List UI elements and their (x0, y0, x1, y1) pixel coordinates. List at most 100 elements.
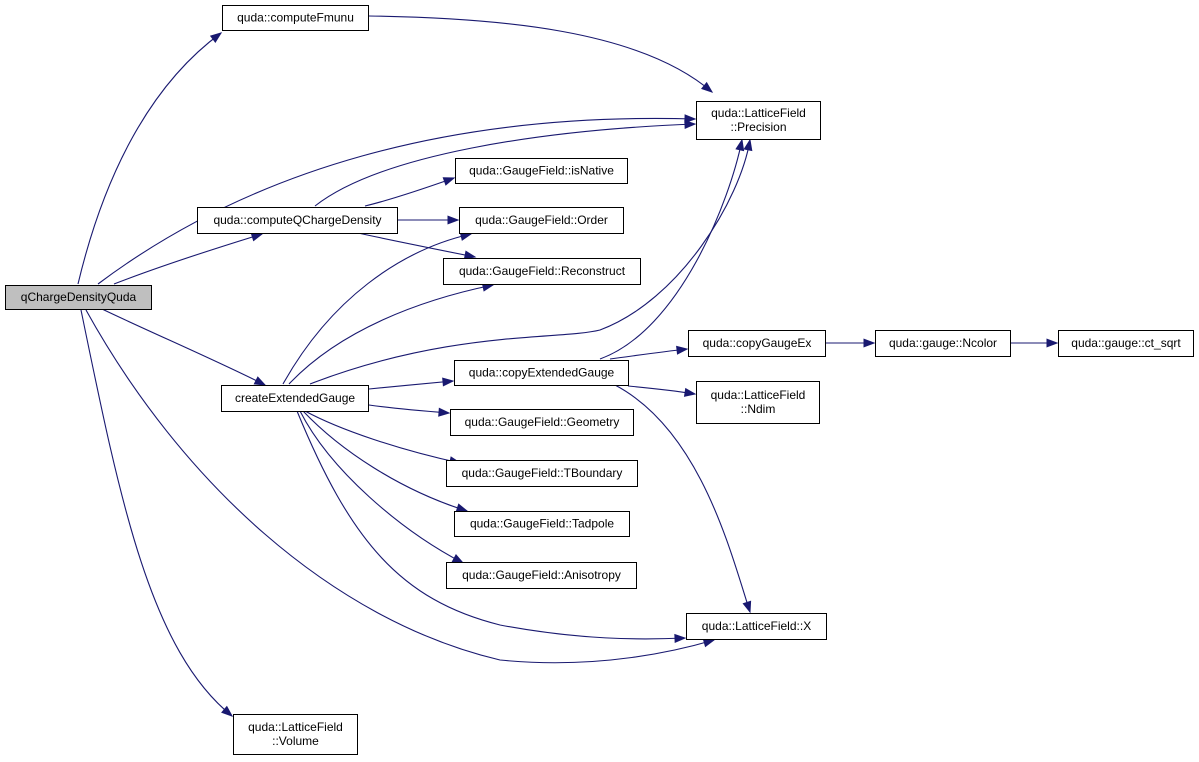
edge-createExtendedGauge-to-tadpole (302, 410, 469, 513)
edge-line (101, 308, 266, 386)
node-isNative[interactable]: quda::GaugeField::isNative (455, 158, 628, 184)
arrow-head (674, 633, 687, 643)
node-box (875, 330, 1011, 357)
edge-line (314, 123, 696, 207)
node-tadpole[interactable]: quda::GaugeField::Tadpole (454, 511, 630, 537)
node-label: quda::LatticeField (711, 388, 806, 402)
node-label: qChargeDensityQuda (21, 290, 137, 304)
arrow-head (442, 377, 455, 387)
node-label: quda::GaugeField::isNative (469, 164, 614, 178)
edge-ncolor-to-ctsqrt (1011, 338, 1059, 348)
node-label: ::Volume (272, 734, 319, 748)
edge-line (364, 177, 455, 207)
node-computeQChargeDensity[interactable]: quda::computeQChargeDensity (197, 207, 398, 234)
node-box (688, 330, 826, 357)
node-box (446, 460, 638, 487)
edge-createExtendedGauge-to-anisotropy (299, 410, 465, 564)
node-x[interactable]: quda::LatticeField::X (686, 613, 827, 640)
edge-line (77, 32, 222, 285)
arrow-head (221, 705, 234, 717)
node-box (1058, 330, 1194, 357)
arrow-head (742, 600, 752, 614)
node-label: quda::LatticeField (248, 720, 343, 734)
edge-line (85, 309, 715, 664)
arrow-head (447, 215, 460, 225)
node-label: quda::gauge::Ncolor (889, 336, 997, 350)
edge-createExtendedGauge-to-copyExtendedGauge (368, 377, 455, 390)
edge-computeQChargeDensity-to-precision (314, 119, 697, 207)
node-box (454, 360, 629, 386)
node-box (459, 207, 624, 234)
node-box (446, 562, 637, 589)
arrow-head (863, 338, 876, 348)
node-label: createExtendedGauge (235, 391, 355, 405)
edge-root-to-volume (80, 309, 234, 717)
edge-createExtendedGauge-to-order (282, 232, 473, 385)
node-box (443, 258, 641, 285)
edge-line (357, 232, 476, 258)
node-copyGaugeEx[interactable]: quda::copyGaugeEx (688, 330, 826, 357)
edge-computeQChargeDensity-to-isNative (364, 177, 456, 207)
arrow-head (253, 376, 267, 386)
node-box (221, 385, 369, 412)
arrow-head (250, 232, 264, 242)
edge-computeQChargeDensity-to-order (398, 215, 460, 225)
node-box (696, 381, 820, 424)
node-label: quda::computeFmunu (237, 11, 354, 25)
node-label: quda::GaugeField::Order (475, 213, 608, 227)
node-box (686, 613, 827, 640)
node-volume[interactable]: quda::LatticeField::Volume (233, 714, 358, 755)
arrow-head (735, 138, 745, 152)
edge-line (614, 384, 751, 613)
edge-copyExtendedGauge-to-precision (599, 138, 745, 360)
node-geometry[interactable]: quda::GaugeField::Geometry (450, 409, 634, 436)
edge-line (113, 233, 263, 285)
edge-line (80, 309, 233, 717)
edge-line (309, 139, 751, 385)
node-ncolor[interactable]: quda::gauge::Ncolor (875, 330, 1011, 357)
edges-layer (77, 15, 1059, 717)
node-ctsqrt[interactable]: quda::gauge::ct_sqrt (1058, 330, 1194, 357)
arrow-head (438, 407, 451, 417)
edge-line (368, 404, 450, 414)
edge-line (368, 380, 454, 390)
edge-line (302, 410, 468, 512)
node-ndim[interactable]: quda::LatticeField::Ndim (696, 381, 820, 424)
edge-line (609, 348, 688, 360)
edge-copyGaugeEx-to-ncolor (826, 338, 876, 348)
edge-root-to-computeQChargeDensity (113, 232, 264, 285)
edge-computeFmunu-to-precision (368, 15, 714, 93)
arrow-head (701, 81, 714, 93)
node-label: quda::LatticeField::X (702, 619, 811, 633)
arrow-head (676, 345, 689, 355)
edge-computeQChargeDensity-to-reconstruct (357, 232, 477, 260)
edge-copyExtendedGauge-to-copyGaugeEx (609, 345, 689, 360)
node-label: ::Ndim (741, 402, 776, 416)
node-label: quda::GaugeField::Anisotropy (462, 568, 621, 582)
arrow-head (451, 554, 465, 564)
node-box (455, 158, 628, 184)
node-label: quda::GaugeField::Tadpole (470, 517, 614, 531)
node-order[interactable]: quda::GaugeField::Order (459, 207, 624, 234)
edge-createExtendedGauge-to-geometry (368, 404, 451, 417)
node-copyExtendedGauge[interactable]: quda::copyExtendedGauge (454, 360, 629, 386)
node-computeFmunu[interactable]: quda::computeFmunu (222, 5, 369, 31)
node-box (454, 511, 630, 537)
node-label: quda::GaugeField::Geometry (465, 415, 620, 429)
node-label: ::Precision (730, 120, 786, 134)
node-createExtendedGauge[interactable]: createExtendedGauge (221, 385, 369, 412)
node-root[interactable]: qChargeDensityQuda (5, 285, 152, 310)
node-tboundary[interactable]: quda::GaugeField::TBoundary (446, 460, 638, 487)
node-box (222, 5, 369, 31)
edge-createExtendedGauge-to-precision (309, 138, 753, 385)
node-anisotropy[interactable]: quda::GaugeField::Anisotropy (446, 562, 637, 589)
edge-line (299, 410, 464, 564)
arrow-head (455, 503, 469, 513)
node-reconstruct[interactable]: quda::GaugeField::Reconstruct (443, 258, 641, 285)
edge-createExtendedGauge-to-tboundary (304, 410, 462, 466)
node-label: quda::copyGaugeEx (703, 336, 812, 350)
arrow-head (684, 119, 697, 129)
node-label: quda::copyExtendedGauge (469, 366, 615, 380)
node-precision[interactable]: quda::LatticeField::Precision (696, 101, 821, 140)
